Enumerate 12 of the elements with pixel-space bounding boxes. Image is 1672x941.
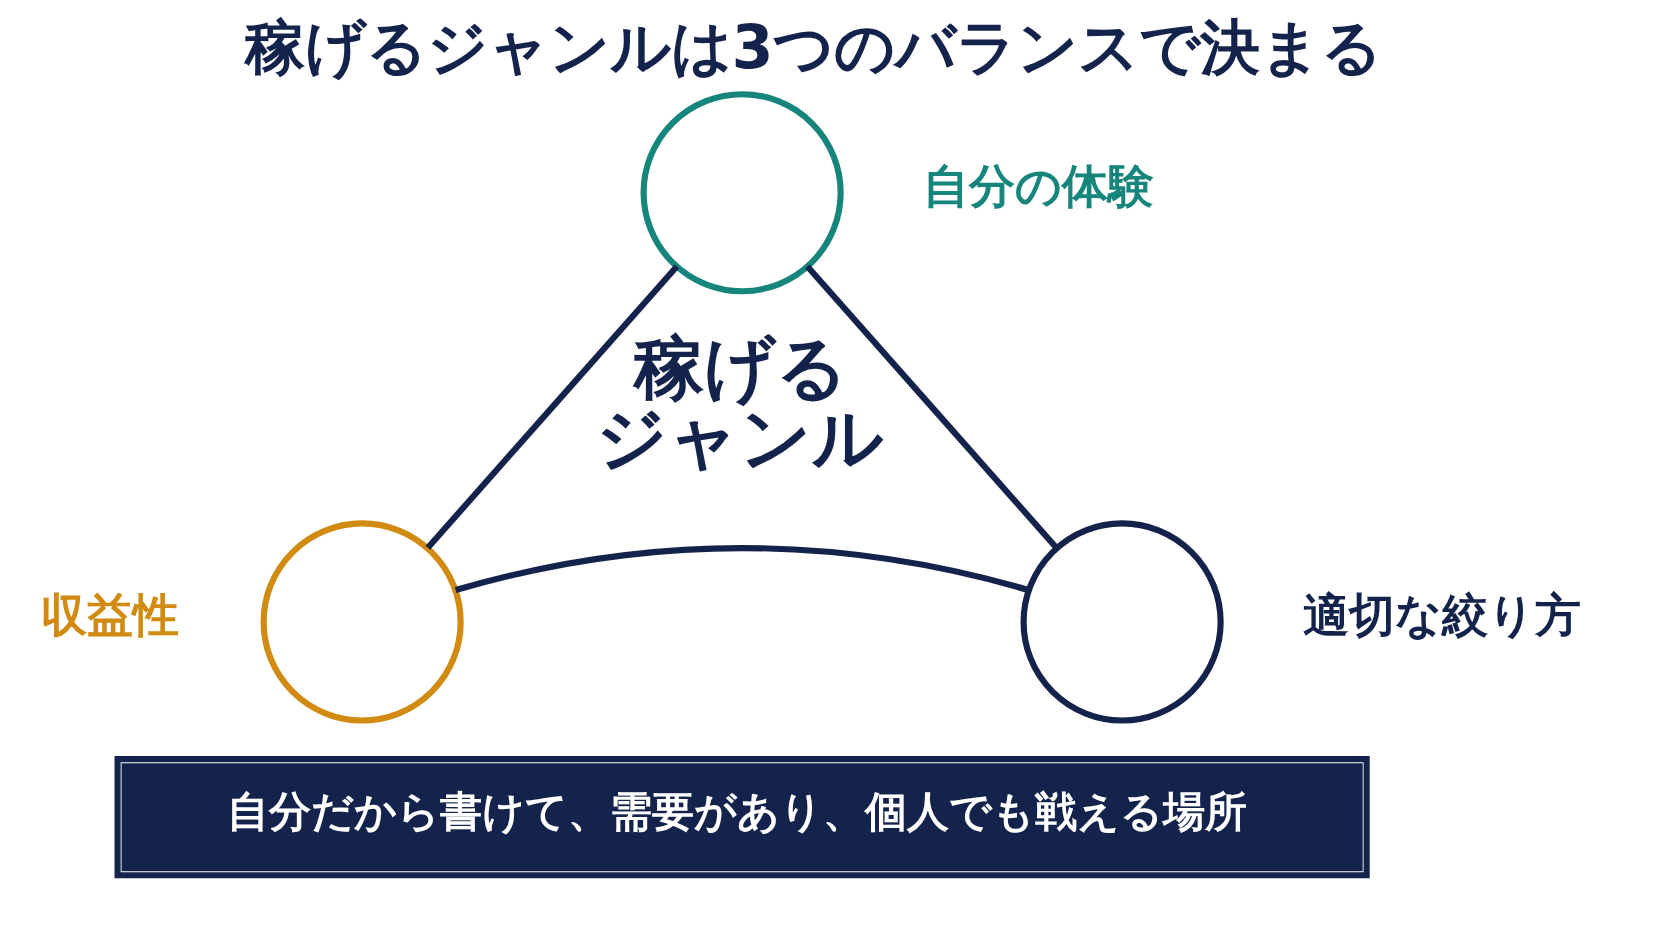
- node-box: 自分だから書けて、需要があり、個人でも戦える場所: [114, 756, 1370, 879]
- diagram-title: 稼げるジャンルは3つのバランスで決まる: [244, 12, 1382, 83]
- label: 稼げるジャンル: [595, 326, 884, 479]
- node-label: 適切な絞り方: [1302, 589, 1581, 643]
- node-circle: [260, 520, 464, 724]
- connector: [425, 264, 679, 550]
- connector: [454, 545, 1029, 594]
- node-circle: [1020, 520, 1224, 724]
- node-label: 収益性: [40, 589, 179, 643]
- node-label: 自分の体験: [922, 160, 1154, 214]
- node-circle: [640, 91, 844, 295]
- connector: [804, 264, 1059, 550]
